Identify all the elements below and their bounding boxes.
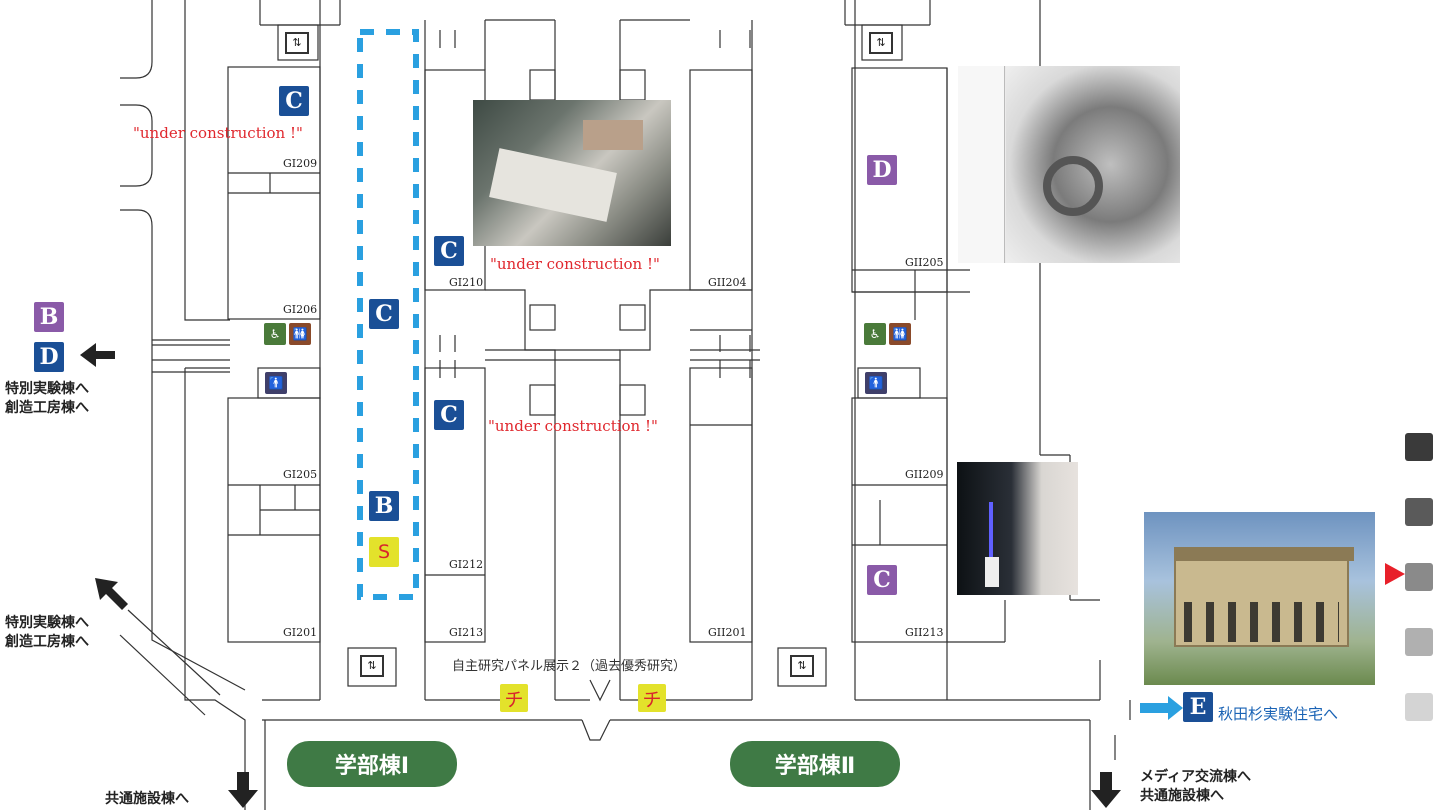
restroom-icon-4: 🚹: [865, 372, 887, 394]
building-two-label: 学部棟Ⅱ: [730, 741, 900, 787]
direction-line: 共通施設棟へ: [1140, 788, 1224, 804]
zone-c-badge-4: C: [434, 400, 464, 430]
direction-label-4: メディア交流棟へ 共通施設棟へ: [1140, 768, 1251, 806]
direction-label: 特別実験棟へ 創造工房棟へ: [5, 380, 89, 418]
arrow-right-blue-icon: [1140, 696, 1183, 720]
zone-s-badge: S: [369, 537, 399, 567]
construction-note-3: "under construction !": [488, 417, 658, 435]
zone-d-blue-badge: D: [34, 342, 64, 372]
arrow-left-icon: [80, 343, 115, 367]
accessible-toilet-icon: ♿: [264, 323, 286, 345]
elevator-icon-4: ⇅: [790, 655, 814, 677]
direction-line: 創造工房棟へ: [5, 400, 89, 416]
arrow-down-icon: [228, 772, 258, 808]
room-gi206: GI206: [283, 303, 318, 316]
zone-c-badge: C: [279, 86, 309, 116]
workshop-photo: [473, 100, 671, 246]
floor-level-2[interactable]: [1405, 628, 1433, 656]
room-gii201: GII201: [708, 626, 747, 639]
room-gi213: GI213: [449, 626, 484, 639]
restroom-icon-2: 🚹: [265, 372, 287, 394]
restroom-icon-3: 🚻: [889, 323, 911, 345]
room-gii213: GII213: [905, 626, 944, 639]
room-gii209: GII209: [905, 468, 944, 481]
route-outline: [357, 29, 419, 600]
room-gi210: GI210: [449, 276, 484, 289]
zone-c-badge-2: C: [434, 236, 464, 266]
construction-note-2: "under construction !": [490, 255, 660, 273]
floor-level-4[interactable]: [1405, 498, 1433, 526]
akita-house-link[interactable]: 秋田杉実験住宅へ: [1218, 705, 1339, 723]
check-badge-2: チ: [638, 684, 666, 712]
direction-label-3: 共通施設棟へ: [105, 791, 189, 807]
elevator-icon-3: ⇅: [360, 655, 384, 677]
room-gi209: GI209: [283, 157, 318, 170]
check-badge: チ: [500, 684, 528, 712]
arrow-down-icon-2: [1091, 772, 1121, 808]
room-gi212: GI212: [449, 558, 484, 571]
arrow-up-left-icon: [95, 578, 128, 610]
zone-b-purple-badge: B: [34, 302, 64, 332]
akita-house-photo: [1144, 512, 1375, 685]
elevator-icon-2: ⇅: [869, 32, 893, 54]
zone-e-badge: E: [1183, 692, 1213, 722]
panel-exhibition-note: 自主研究パネル展示２（過去優秀研究）: [452, 659, 687, 674]
accessible-toilet-icon-2: ♿: [864, 323, 886, 345]
zone-d-badge: D: [867, 155, 897, 185]
zone-c-badge-3: C: [369, 299, 399, 329]
elevator-icon: ⇅: [285, 32, 309, 54]
direction-line: 創造工房棟へ: [5, 634, 89, 650]
cad-model-image: [958, 66, 1180, 263]
restroom-icon: 🚻: [289, 323, 311, 345]
building-one-label: 学部棟Ⅰ: [287, 741, 457, 787]
room-gii204: GII204: [708, 276, 747, 289]
floor-level-5[interactable]: [1405, 433, 1433, 461]
direction-line: メディア交流棟へ: [1140, 769, 1252, 785]
room-gi205: GI205: [283, 468, 318, 481]
room-gi201: GI201: [283, 626, 318, 639]
floor-level-3[interactable]: [1405, 563, 1433, 591]
room-gii205: GII205: [905, 256, 944, 269]
direction-line: 特別実験棟へ: [5, 381, 89, 397]
direction-label-2: 特別実験棟へ 創造工房棟へ: [5, 614, 89, 652]
fiber-photo: [957, 462, 1078, 595]
zone-b-badge: B: [369, 491, 399, 521]
direction-line: 特別実験棟へ: [5, 615, 89, 631]
floor-level-1[interactable]: [1405, 693, 1433, 721]
zone-c-purple-badge: C: [867, 565, 897, 595]
construction-note: "under construction !": [133, 124, 303, 142]
level-pointer-icon: [1385, 563, 1405, 585]
